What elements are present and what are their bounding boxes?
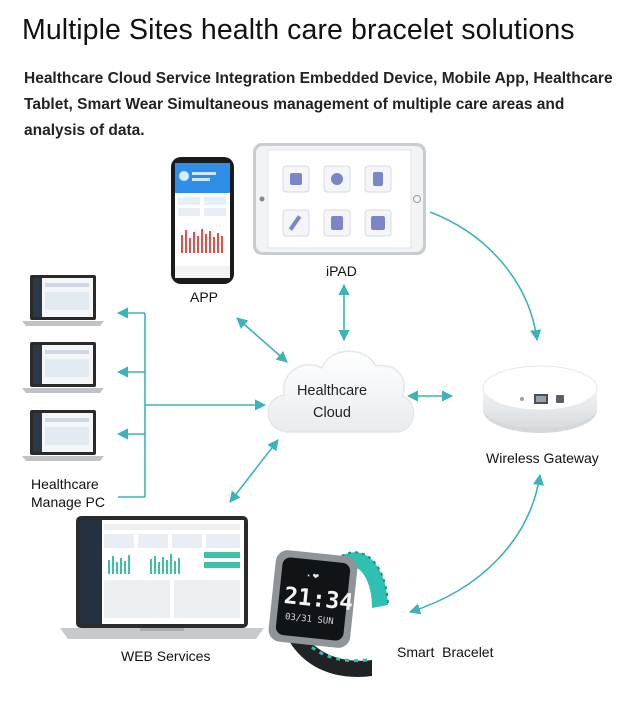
laptop-icon-3 xyxy=(22,410,104,461)
connection-arrows xyxy=(116,211,544,615)
cloud-label: Healthcare Cloud xyxy=(290,380,374,424)
tablet-icon xyxy=(253,143,426,255)
cloud-label-line2: Cloud xyxy=(313,405,351,421)
ipad-label: iPAD xyxy=(326,263,357,279)
smart-bracelet-icon xyxy=(268,550,389,677)
mobile-phone-icon xyxy=(171,157,234,284)
cloud-label-line1: Healthcare xyxy=(296,383,368,399)
arrow-cloud-web xyxy=(229,439,279,503)
web-services-label: WEB Services xyxy=(121,648,211,664)
pc-label-line2: Manage PC xyxy=(31,494,105,510)
laptop-icon-2 xyxy=(22,342,104,393)
arrow-ipad-gateway xyxy=(429,211,542,342)
web-services-laptop-icon xyxy=(60,516,264,639)
laptop-icon-1 xyxy=(22,275,104,326)
app-label: APP xyxy=(190,289,219,305)
arrow-app-cloud xyxy=(236,317,288,363)
gateway-label: Wireless Gateway xyxy=(486,450,599,466)
wireless-gateway-icon xyxy=(482,365,598,433)
arrow-gateway-bracelet xyxy=(408,473,544,615)
bracelet-label: Smart Bracelet xyxy=(397,644,494,660)
page-subtitle: Healthcare Cloud Service Integration Emb… xyxy=(24,70,613,139)
page-title: Multiple Sites health care bracelet solu… xyxy=(22,14,575,46)
pc-label-line1: Healthcare xyxy=(31,476,99,492)
svg-text:◔ ❤: ◔ ❤ xyxy=(305,571,320,581)
